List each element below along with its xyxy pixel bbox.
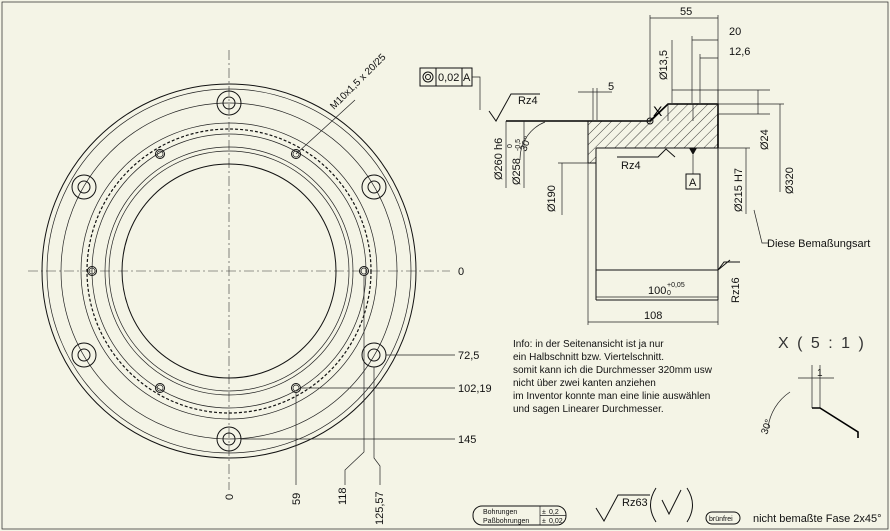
ordinate-vline-125 — [373, 367, 381, 485]
ordinate-vline-118 — [344, 276, 365, 485]
dim-d24: Ø24 — [759, 129, 771, 150]
dim-100-upper: +0,05 — [667, 282, 685, 289]
info-line: nicht über zwei kanten anziehen — [513, 378, 656, 389]
dim-100: 100 — [648, 285, 666, 297]
detail-dim-1: 1 — [817, 368, 823, 379]
burr-label-box — [705, 511, 741, 525]
concentricity-icon — [422, 71, 434, 83]
plus-minus-icon: ± — [542, 509, 546, 516]
outer-chamfer-circle — [46, 88, 412, 454]
rz16-label: Rz16 — [730, 277, 742, 303]
ordinate-0-right: 0 — [458, 266, 464, 278]
plus-minus-icon: ± — [542, 518, 546, 525]
angle-30-label: 30° — [518, 135, 534, 153]
info-note: Info: in der Seitenansicht ist ja nur ei… — [513, 339, 713, 415]
small-thread-hole — [291, 383, 301, 393]
tolerance-frame: 0,02 A — [419, 67, 481, 110]
dim-d260-h6: Ø260 h6 — [493, 138, 505, 180]
outer-circle-320 — [41, 83, 417, 459]
detail-title: X ( 5 : 1 ) — [778, 335, 866, 352]
small-thread-hole — [87, 266, 97, 276]
bore-circle-215 — [104, 146, 354, 396]
large-hole — [361, 174, 387, 200]
dim-d13-5: Ø13,5 — [658, 50, 670, 80]
large-hole — [71, 174, 97, 200]
dim-55: 55 — [680, 6, 692, 18]
large-hole — [216, 90, 242, 116]
info-line: im Inventor konnte man eine linie auswäh… — [513, 391, 710, 402]
tolerance-datum: A — [463, 72, 471, 84]
front-view: M10x1,5 x 20/25 0 72,5 102,19 145 0 59 1… — [28, 50, 492, 525]
dim-d215-h7: Ø215 H7 — [733, 168, 745, 212]
info-line: Info: in der Seitenansicht ist ja nur — [513, 339, 664, 350]
dim-20: 20 — [729, 26, 741, 38]
thread-inner-circle — [91, 133, 367, 409]
ordinate-72-5: 72,5 — [458, 350, 479, 362]
large-hole — [71, 342, 97, 368]
large-hole — [361, 342, 387, 368]
dim-5: 5 — [608, 81, 614, 93]
small-thread-hole — [155, 149, 165, 159]
dim-108: 108 — [644, 310, 662, 322]
dim-d320: Ø320 — [784, 167, 796, 194]
legend-val2: 0,02 — [549, 518, 563, 525]
dim-d258-upper: 0 — [507, 144, 514, 148]
detail-x-circle — [646, 117, 654, 125]
tolerance-legend: Bohrungen Paßbohrungen ± ± 0,2 0,02 — [472, 505, 567, 526]
parenthesized-check-icon — [650, 487, 693, 523]
angle-arc-30 — [519, 121, 546, 161]
general-surface-symbol: Rz63 — [595, 494, 650, 523]
legend-val1: 0,2 — [549, 509, 559, 516]
ordinate-102-19: 102,19 — [458, 383, 492, 395]
thread-leader — [295, 99, 356, 155]
dim-d258: Ø258 — [511, 158, 523, 185]
ordinate-118: 118 — [337, 487, 349, 505]
bolt-circle-290 — [60, 102, 398, 440]
detail-angle-arc — [767, 391, 791, 429]
collar-circle-260 — [80, 122, 378, 420]
legend-row2: Paßbohrungen — [483, 518, 529, 525]
section-hatch — [588, 104, 718, 163]
chamfer-note: nicht bemaßte Fase 2x45° — [753, 513, 882, 525]
note-leader — [753, 209, 769, 244]
detail-x-marker: X — [653, 103, 664, 119]
small-thread-hole — [359, 266, 369, 276]
detail-chamfer — [812, 407, 859, 438]
tolerance-value: 0,02 — [438, 72, 459, 84]
thread-callout: M10x1,5 x 20/25 — [328, 52, 388, 112]
datum-label: A — [689, 177, 697, 189]
rz63-label: Rz63 — [622, 497, 648, 509]
surface-symbol-rz4-top: Rz4 — [488, 93, 540, 122]
dim-d190: Ø190 — [546, 185, 558, 212]
surface-symbol-rz4-inner: Rz4 — [617, 148, 676, 172]
rz4-inner-label: Rz4 — [621, 160, 641, 172]
detail-view-x: X ( 5 : 1 ) 1 30° — [759, 335, 866, 438]
ordinate-59: 59 — [291, 493, 303, 505]
bore-chamfer-circle — [108, 150, 350, 392]
burr-label: brünfrei — [709, 516, 733, 523]
datum-box — [685, 173, 701, 190]
small-thread-hole — [291, 149, 301, 159]
datum-triangle — [689, 148, 697, 155]
leader-note: Diese Bemaßungsart — [767, 238, 870, 250]
section-view: 55 20 12,6 Ø13,5 5 0,02 A Rz4 — [419, 6, 870, 325]
legend-row1: Bohrungen — [483, 509, 517, 516]
dim-d258-lower: -0,5 — [515, 139, 522, 151]
dim-12-6: 12,6 — [729, 46, 750, 58]
ordinate-145: 145 — [458, 434, 476, 446]
info-line: ein Halbschnitt bzw. Viertelschnitt. — [513, 352, 664, 363]
rz4-top-label: Rz4 — [518, 95, 538, 107]
info-line: somit kann ich die Durchmesser 320mm usw — [513, 365, 713, 376]
detail-angle: 30° — [759, 418, 775, 436]
small-thread-hole — [155, 383, 165, 393]
dim-100-lower: 0 — [667, 290, 671, 297]
inner-circle-190 — [121, 163, 337, 379]
info-line: und sagen Linearer Durchmesser. — [513, 404, 664, 415]
ordinate-125-57: 125,57 — [374, 491, 386, 525]
ordinate-0-bottom: 0 — [224, 494, 236, 500]
rz16-symbol — [717, 259, 740, 271]
